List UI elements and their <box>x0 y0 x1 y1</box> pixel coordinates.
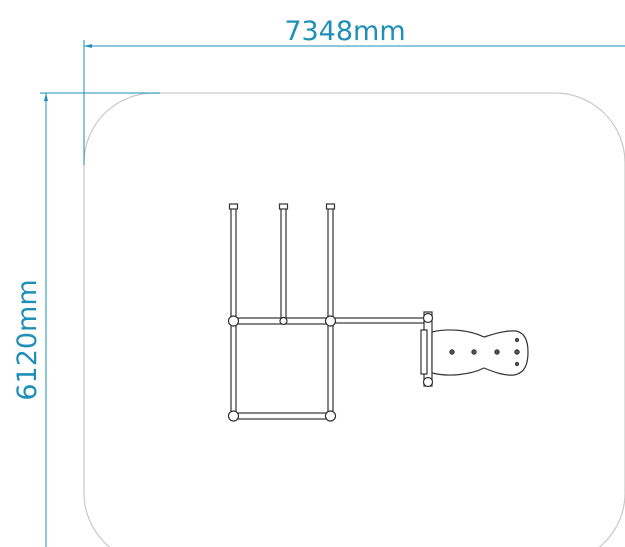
joint-lower-left <box>227 410 240 422</box>
seat-hole <box>514 337 520 343</box>
height-label: 6120mm <box>12 279 43 400</box>
width-label: 7348mm <box>284 16 405 47</box>
joint-upper-right <box>324 315 337 327</box>
arm-beam <box>329 317 429 324</box>
height-dimension: 6120mm <box>12 92 160 547</box>
width-dimension: 7348mm <box>83 16 625 165</box>
joint-lower-right <box>324 410 337 422</box>
seat-hole <box>514 349 520 355</box>
equipment <box>227 203 529 422</box>
post-left <box>228 203 239 419</box>
seat-hole <box>494 349 500 355</box>
post-middle <box>278 203 289 324</box>
seat-hole <box>449 349 455 355</box>
seat-platform <box>431 329 529 376</box>
seat-hole <box>471 349 477 355</box>
height-arrow-top-icon <box>44 93 48 101</box>
seat-hole <box>514 361 520 367</box>
lower-beam <box>232 412 331 420</box>
post-right <box>325 203 336 419</box>
joint-upper-left <box>227 315 240 327</box>
width-arrow-left-icon <box>84 44 92 48</box>
joint-upper-mid <box>279 316 288 326</box>
